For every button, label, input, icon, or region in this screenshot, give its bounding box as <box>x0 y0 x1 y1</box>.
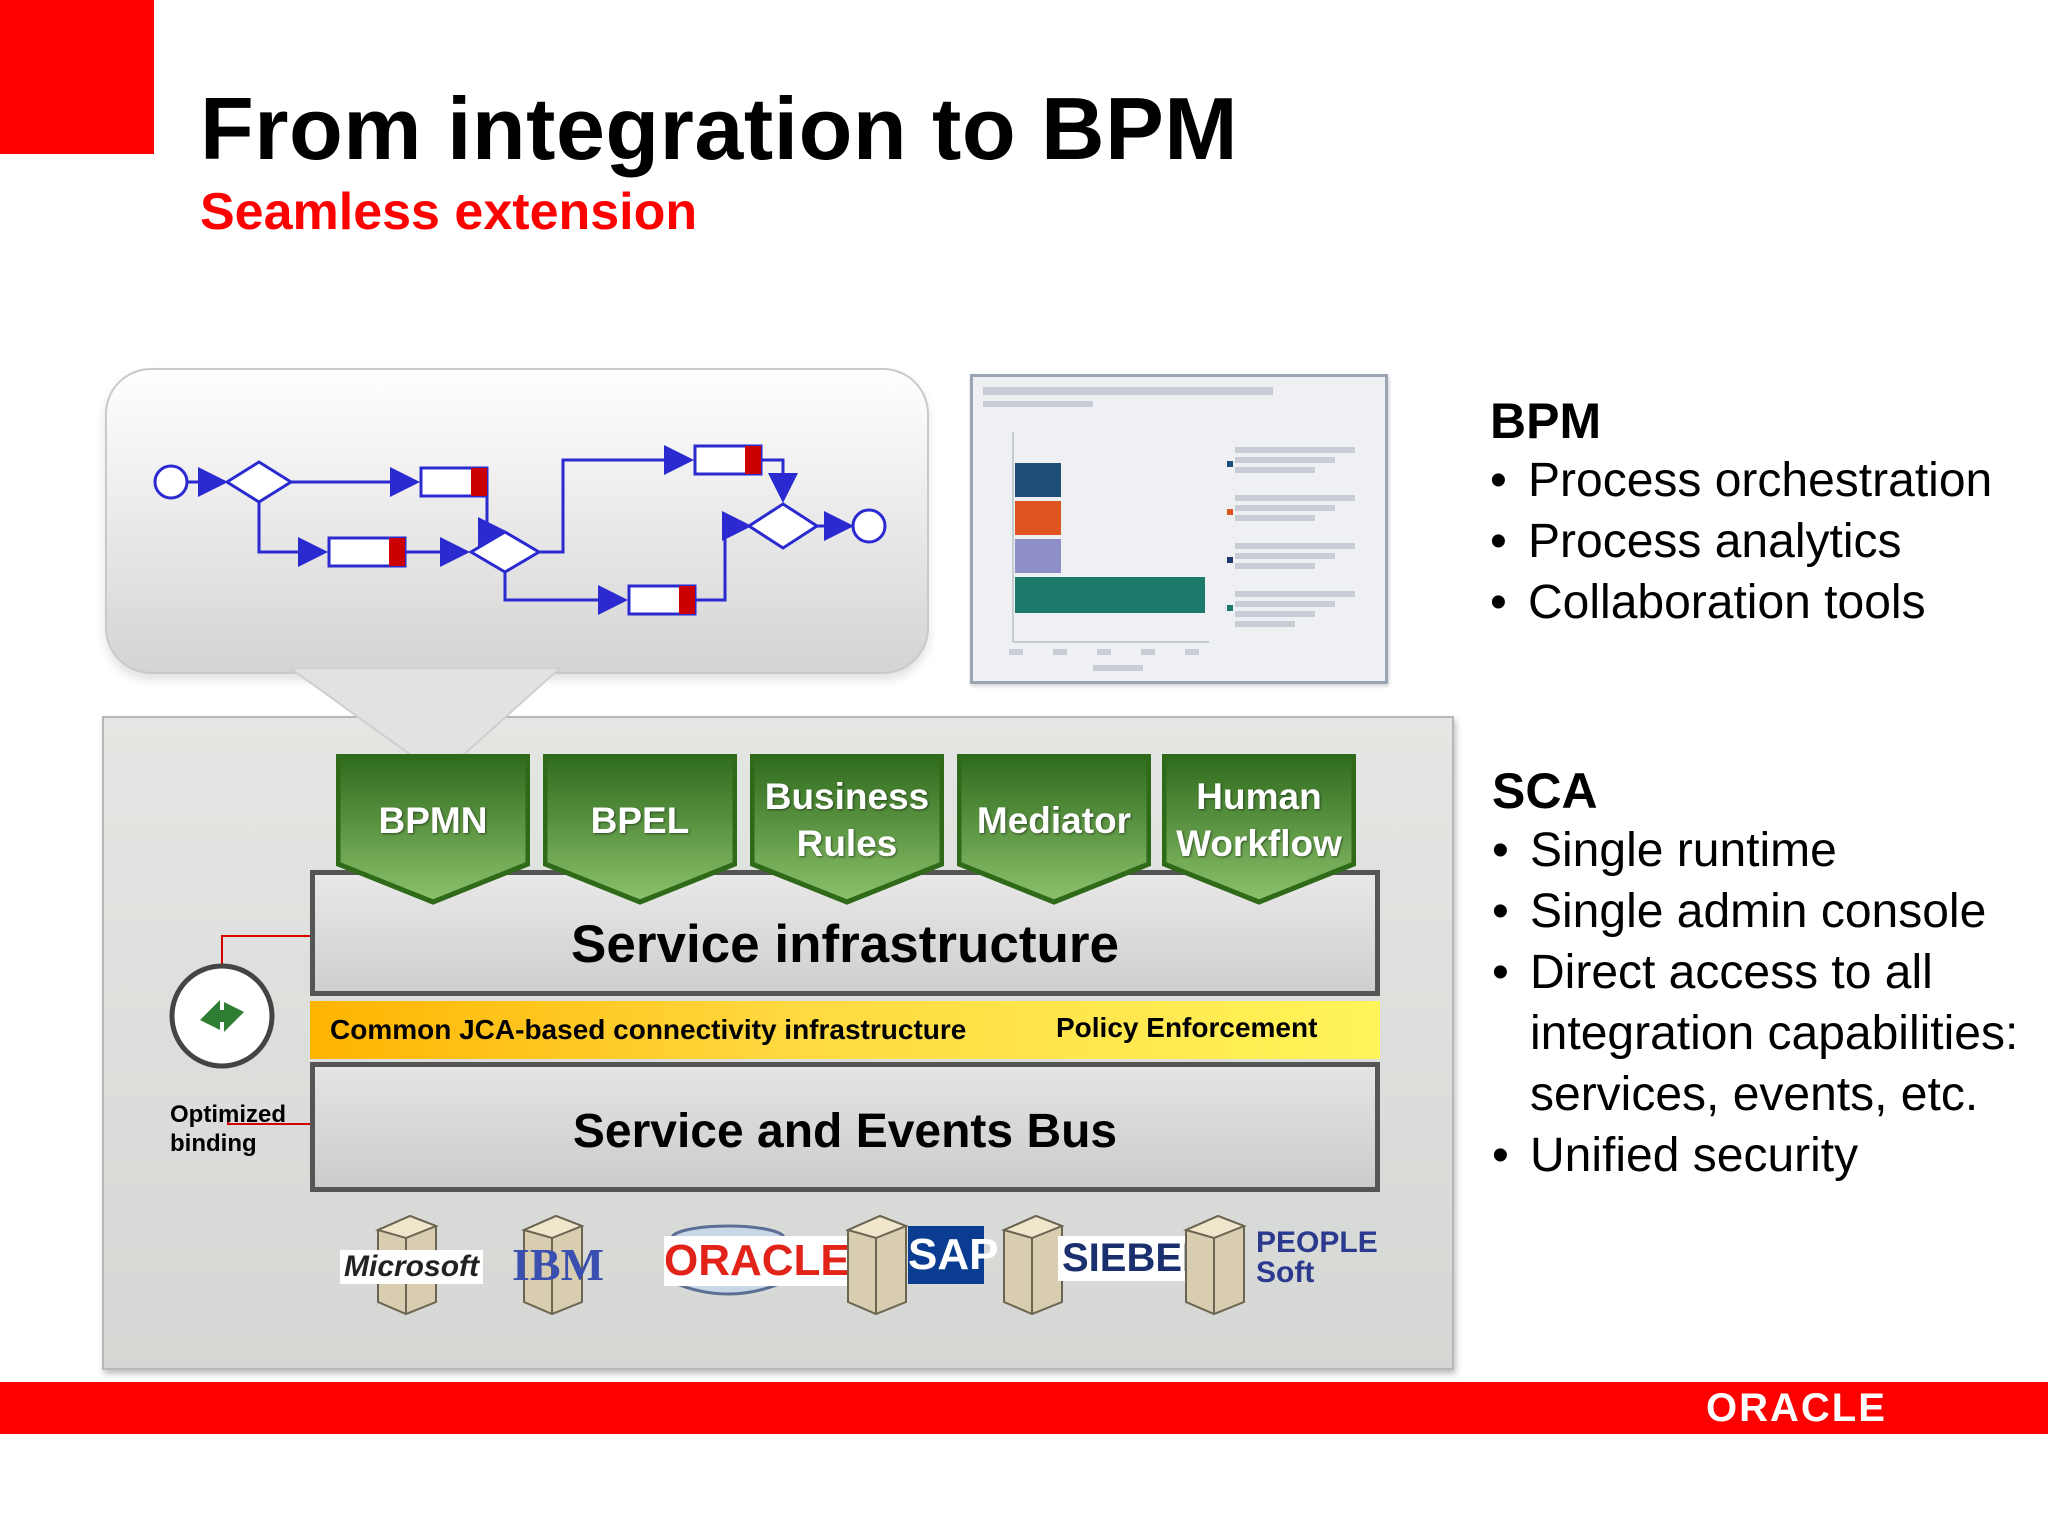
corner-accent <box>0 0 154 154</box>
component-human-workflow: Human Workflow <box>1162 754 1356 906</box>
sync-arrows-icon <box>200 1000 244 1032</box>
bpm-feature-item: Collaboration tools <box>1490 572 2010 633</box>
vendor-logo-peoplesoft: PEOPLE Soft <box>1256 1226 1378 1289</box>
process-analytics-report-thumbnail <box>970 374 1388 684</box>
component-bpel: BPEL <box>543 754 737 906</box>
sca-heading: SCA <box>1492 763 1598 819</box>
sca-feature-item: Single admin console <box>1492 881 2032 942</box>
bpm-feature-item: Process orchestration <box>1490 450 2010 511</box>
bpm-feature-list: Process orchestration Process analytics … <box>1490 450 2010 633</box>
component-label: BPEL <box>590 800 690 841</box>
vendor-logo-microsoft: Microsoft <box>340 1250 483 1284</box>
connectivity-strip <box>310 1001 1380 1059</box>
footer-bar <box>0 1382 2048 1434</box>
bpm-heading: BPM <box>1490 393 1602 449</box>
policy-enforcement-label: Policy Enforcement <box>1056 1012 1318 1043</box>
bpmn-process-flow <box>153 444 887 616</box>
component-label: Workflow <box>1176 823 1342 864</box>
sca-feature-item: Unified security <box>1492 1125 2032 1186</box>
component-label: Human <box>1196 776 1322 817</box>
bubble-pointer <box>290 668 562 778</box>
analytics-chart-image <box>983 387 1355 671</box>
service-events-bus-layer: Service and Events Bus <box>310 1062 1380 1192</box>
optimized-binding-label: Optimized binding <box>170 1101 287 1157</box>
server-icon <box>845 1214 909 1316</box>
vendor-logo-sap: SAP <box>908 1226 998 1284</box>
bpm-feature-item: Process analytics <box>1490 511 2010 572</box>
slide-title: From integration to BPM <box>200 79 1239 178</box>
sca-feature-item: Direct access to all integration capabil… <box>1492 942 2032 1125</box>
component-label: Business <box>764 776 930 817</box>
slide-subtitle: Seamless extension <box>200 183 698 241</box>
server-icon <box>1001 1214 1065 1316</box>
server-icon <box>1183 1214 1247 1316</box>
footer-oracle-logo: ORACLE <box>1706 1386 1887 1430</box>
component-label: BPMN <box>378 800 488 841</box>
component-mediator: Mediator <box>957 754 1151 906</box>
jca-connectivity-label: Common JCA-based connectivity infrastruc… <box>330 1014 967 1045</box>
server-icon <box>521 1214 585 1316</box>
component-label: Rules <box>796 823 898 864</box>
sca-feature-item: Single runtime <box>1492 820 2032 881</box>
vendor-logo-ibm: IBM <box>512 1239 604 1290</box>
component-bpmn: BPMN <box>336 754 530 906</box>
vendor-logo-oracle: ORACLE <box>664 1236 850 1286</box>
component-business-rules: Business Rules <box>750 754 944 906</box>
component-label: Mediator <box>976 800 1132 841</box>
sca-feature-list: Single runtime Single admin console Dire… <box>1492 820 2032 1186</box>
